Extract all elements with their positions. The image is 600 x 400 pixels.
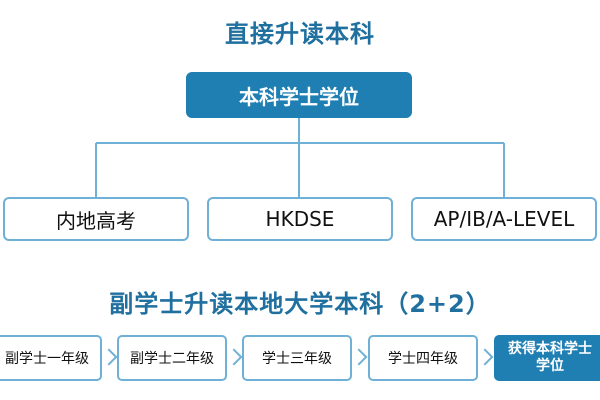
hkdse-box: HKDSE (207, 197, 393, 241)
step-obtain-degree: 获得本科学士 学位 (494, 335, 600, 381)
ap-ib-alevel-box: AP/IB/A-LEVEL (411, 197, 597, 241)
step-bachelor-year3: 学士三年级 (242, 335, 352, 381)
section-title-associate: 副学士升读本地大学本科（2+2） (109, 290, 491, 318)
bachelor-degree-box: 本科学士学位 (186, 72, 412, 118)
section-title-direct: 直接升读本科 (225, 20, 375, 48)
mainland-gaokao-box: 内地高考 (3, 197, 189, 241)
step-associate-year1: 副学士一年级 (0, 335, 102, 381)
step-obtain-degree-line2: 学位 (536, 358, 564, 374)
step-associate-year2: 副学士二年级 (117, 335, 227, 381)
step-bachelor-year4: 学士四年级 (368, 335, 478, 381)
step-obtain-degree-line1: 获得本科学士 (508, 341, 592, 357)
